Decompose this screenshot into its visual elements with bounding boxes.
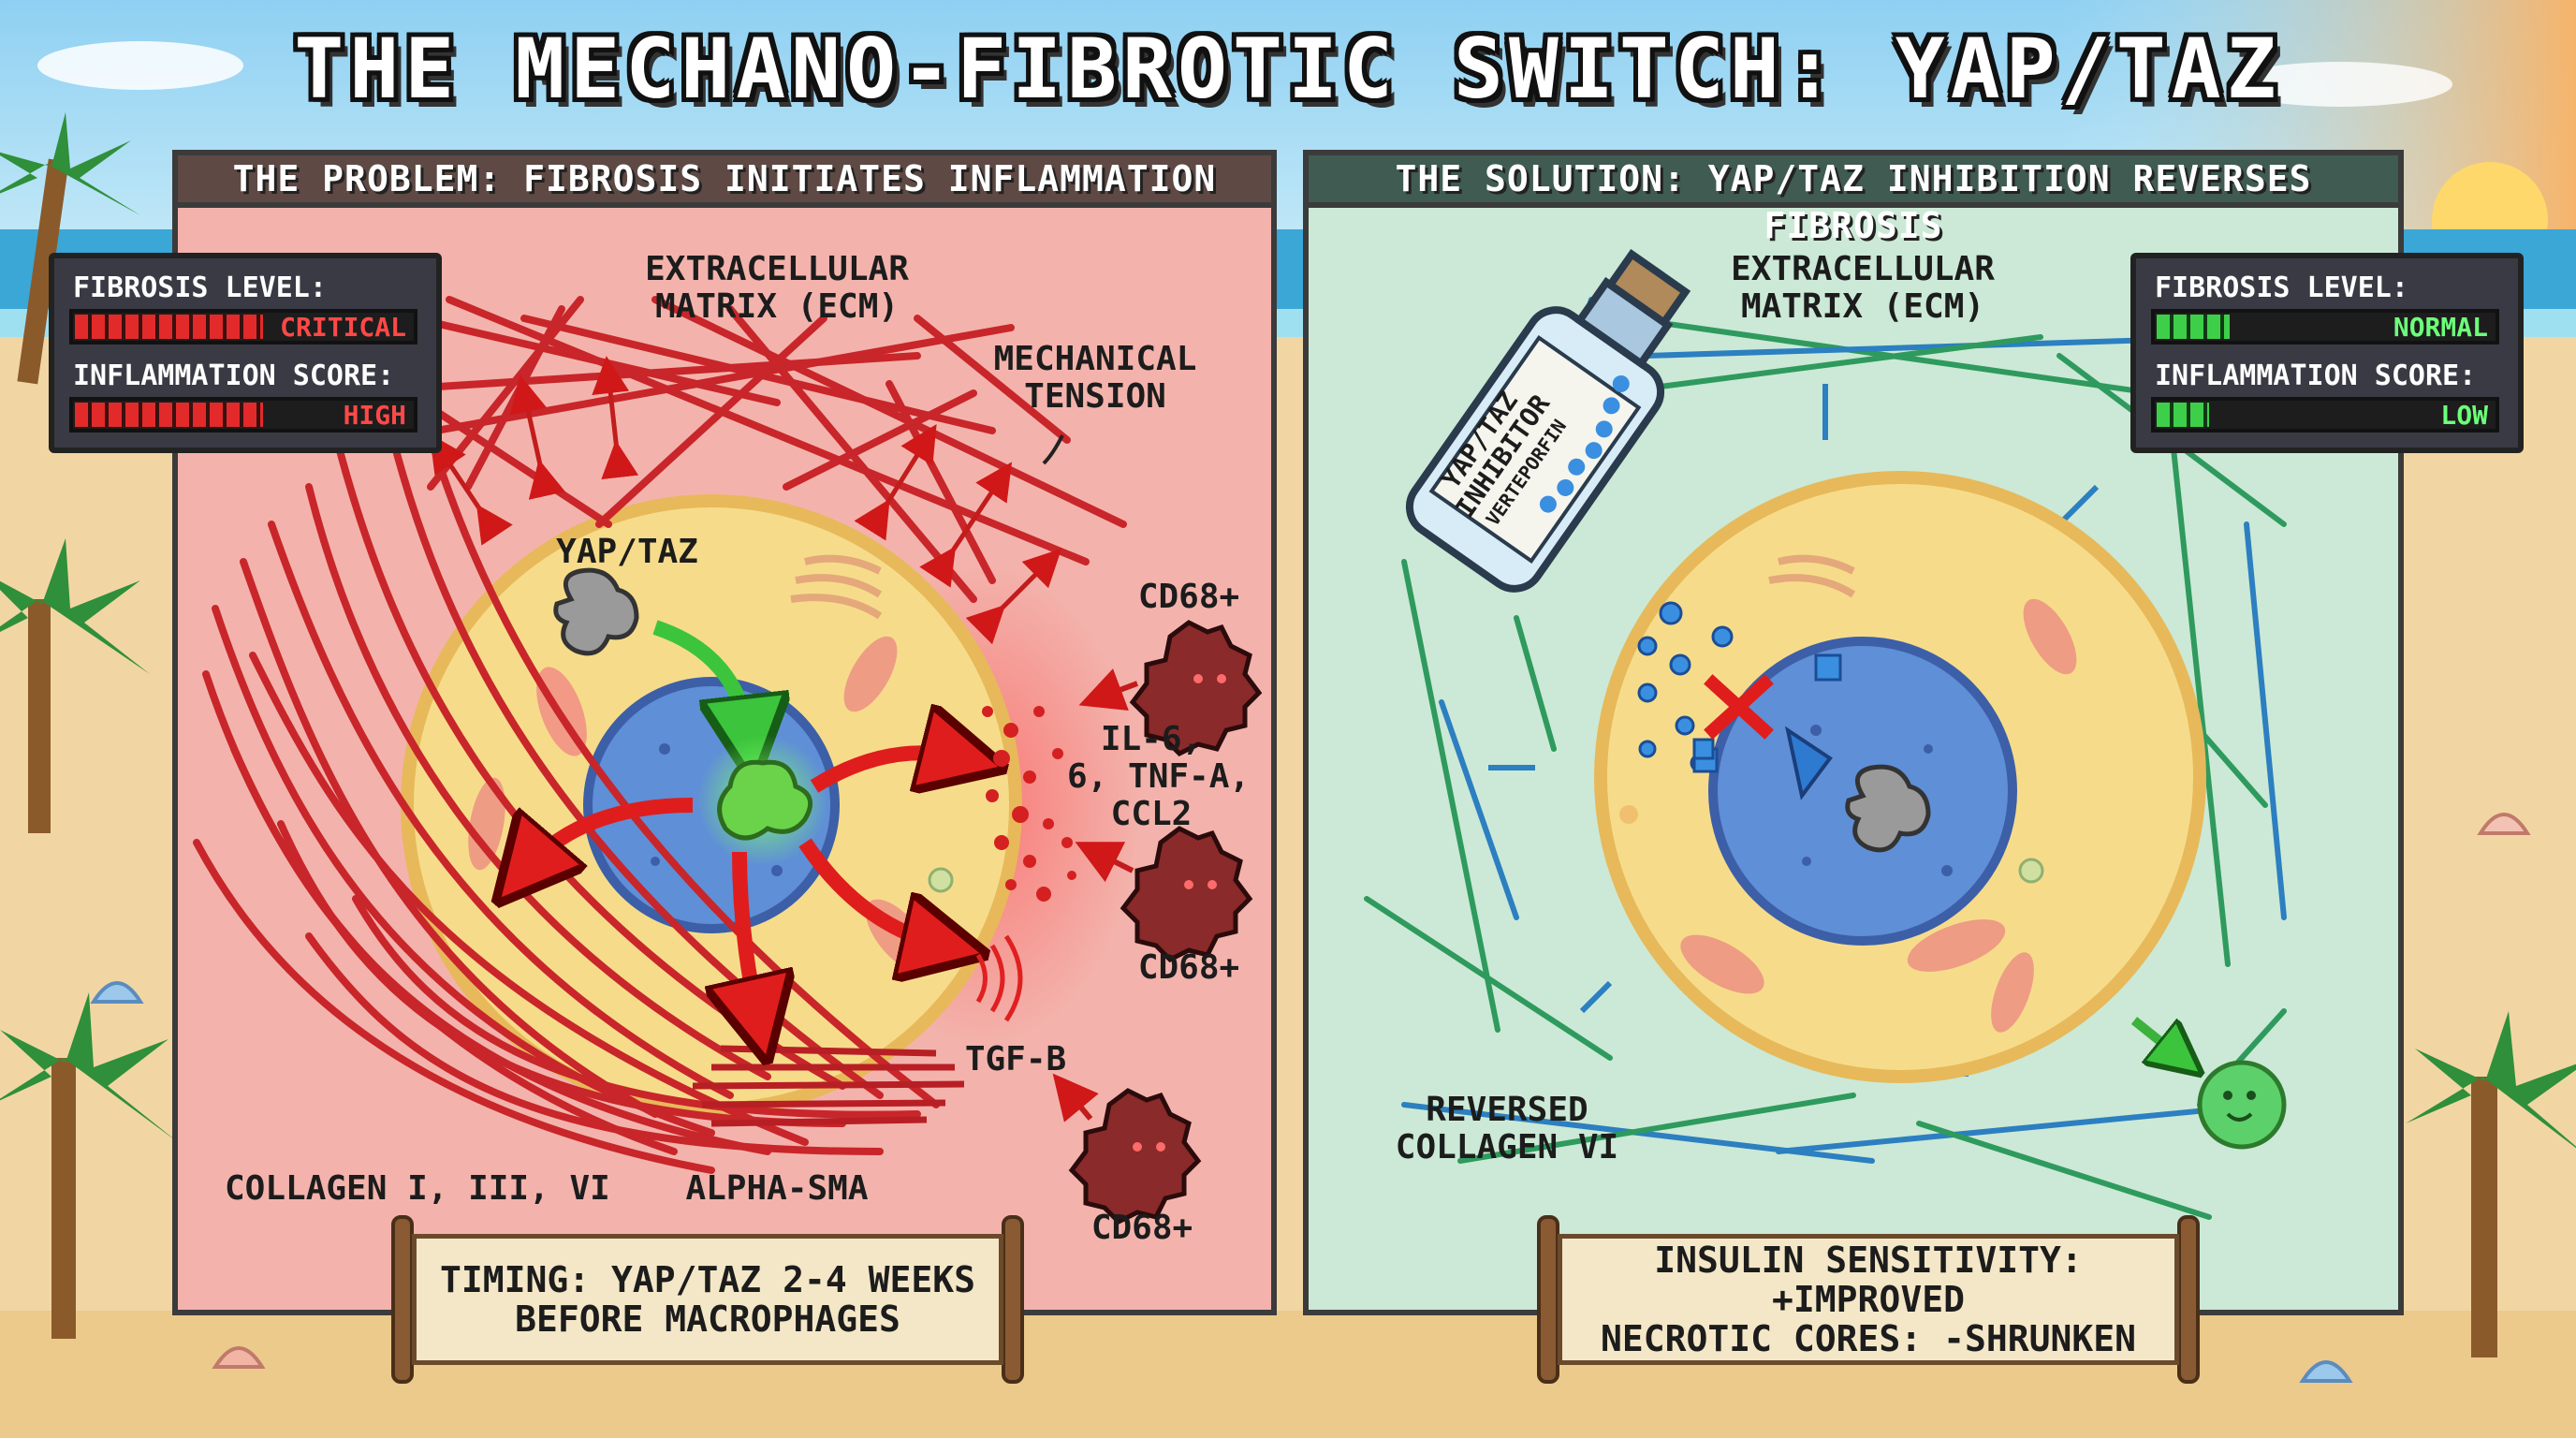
fibrosis-level-label: FIBROSIS LEVEL: bbox=[2155, 271, 2408, 304]
fibrosis-level-bar: CRITICAL bbox=[69, 309, 417, 345]
cd68-label: CD68+ bbox=[1090, 1209, 1193, 1247]
macrophage-icon bbox=[1068, 1088, 1202, 1225]
ecm-label: EXTRACELLULAR MATRIX (ECM) bbox=[645, 250, 909, 326]
yap-taz-inactive-icon bbox=[1845, 764, 1931, 853]
inflammation-score-fill bbox=[2157, 403, 2209, 427]
cd68-label: CD68+ bbox=[1137, 578, 1240, 616]
inflammation-score-bar: LOW bbox=[2151, 397, 2499, 433]
yap-taz-label: YAP/TAZ bbox=[556, 533, 698, 571]
scroll-line: BEFORE MACROPHAGES bbox=[515, 1299, 900, 1340]
inflammation-score-value: LOW bbox=[2440, 400, 2488, 431]
cytokines-label: IL-6, 6, TNF-A, CCL2 bbox=[1067, 720, 1251, 833]
inflammation-score-label: INFLAMMATION SCORE: bbox=[73, 360, 395, 392]
macrophage-icon bbox=[1129, 620, 1263, 757]
scroll-line: INSULIN SENSITIVITY: +IMPROVED bbox=[1654, 1240, 2083, 1320]
inflammation-score-fill bbox=[75, 403, 263, 427]
tgf-beta-label: TGF-B bbox=[964, 1040, 1067, 1078]
fibrosis-level-fill bbox=[75, 315, 263, 339]
outcomes-scroll: INSULIN SENSITIVITY: +IMPROVED NECROTIC … bbox=[1558, 1234, 2179, 1365]
cytokine-particles bbox=[982, 706, 1076, 902]
tgf-beta-signal-icon bbox=[975, 934, 1023, 1022]
scroll-rod bbox=[2177, 1215, 2200, 1384]
inhibitor-bottle-icon bbox=[1405, 248, 1691, 593]
healthy-macrophage-icon bbox=[2197, 1060, 2287, 1150]
problem-panel-header: THE PROBLEM: FIBROSIS INITIATES INFLAMMA… bbox=[172, 150, 1277, 208]
macrophage-arrows bbox=[1052, 668, 1139, 1123]
palm-tree-icon bbox=[2406, 1011, 2576, 1357]
reversed-collagen-label: REVERSED COLLAGEN VI bbox=[1395, 1091, 1619, 1167]
yap-taz-inactive-icon bbox=[553, 567, 639, 656]
cd68-label: CD68+ bbox=[1137, 948, 1240, 987]
fibrosis-level-fill bbox=[2157, 315, 2230, 339]
palm-tree-icon bbox=[0, 112, 140, 385]
ecm-label: EXTRACELLULAR MATRIX (ECM) bbox=[1731, 250, 1995, 326]
collagen-label: COLLAGEN I, III, VI bbox=[225, 1169, 610, 1208]
solution-status-meter: FIBROSIS LEVEL: NORMAL INFLAMMATION SCOR… bbox=[2130, 253, 2524, 453]
scroll-rod bbox=[391, 1215, 414, 1384]
inflammation-score-label: INFLAMMATION SCORE: bbox=[2155, 360, 2477, 392]
inflammation-score-value: HIGH bbox=[343, 400, 406, 431]
macrophage-icon bbox=[1120, 826, 1253, 963]
scroll-rod bbox=[1002, 1215, 1024, 1384]
signaling-arrows bbox=[524, 753, 964, 1020]
main-title: THE MECHANO-FIBROTIC SWITCH: YAP/TAZ bbox=[294, 21, 2282, 117]
fibrosis-level-value: CRITICAL bbox=[280, 312, 406, 343]
solution-panel-header: THE SOLUTION: YAP/TAZ INHIBITION REVERSE… bbox=[1303, 150, 2404, 246]
inflammation-score-bar: HIGH bbox=[69, 397, 417, 433]
inhibitor-particles bbox=[1637, 601, 1842, 773]
block-x-icon bbox=[1704, 674, 1774, 740]
problem-status-meter: FIBROSIS LEVEL: CRITICAL INFLAMMATION SC… bbox=[49, 253, 442, 453]
tension-pointer bbox=[1042, 434, 1064, 465]
palm-tree-icon bbox=[0, 538, 150, 833]
mechanical-tension-label: MECHANICAL TENSION bbox=[993, 340, 1197, 416]
scroll-rod bbox=[1537, 1215, 1559, 1384]
translocation-arrow bbox=[652, 620, 749, 740]
tension-arrows bbox=[429, 356, 1062, 645]
alpha-sma-label: ALPHA-SMA bbox=[685, 1169, 869, 1208]
macrophage-arrow bbox=[2130, 1017, 2181, 1058]
fibrosis-level-bar: NORMAL bbox=[2151, 309, 2499, 345]
timing-scroll: TIMING: YAP/TAZ 2-4 WEEKS BEFORE MACROPH… bbox=[412, 1234, 1003, 1365]
palm-tree-icon bbox=[0, 992, 178, 1339]
seashell-icon bbox=[90, 813, 2531, 1383]
blocked-entry-arrow bbox=[1785, 726, 1833, 800]
scroll-line: TIMING: YAP/TAZ 2-4 WEEKS bbox=[440, 1259, 975, 1300]
fibrosis-level-value: NORMAL bbox=[2393, 312, 2488, 343]
fibrosis-level-label: FIBROSIS LEVEL: bbox=[73, 271, 327, 304]
scroll-line: NECROTIC CORES: -SHRUNKEN bbox=[1601, 1318, 2136, 1359]
yap-taz-active-icon bbox=[697, 735, 828, 866]
